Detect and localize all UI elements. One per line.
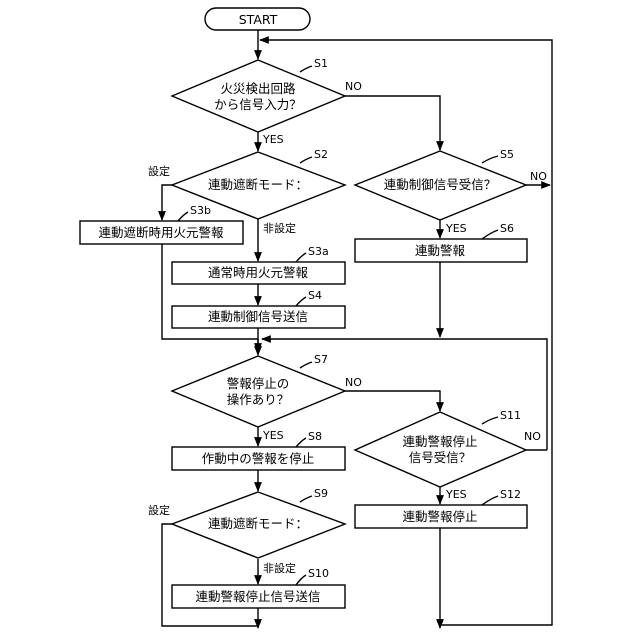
s3a-step-id: S3a: [308, 245, 329, 258]
s4-text: 連動制御信号送信: [208, 309, 308, 324]
s1-no-label: NO: [345, 80, 362, 93]
s3b-step-id: S3b: [190, 204, 211, 217]
s9-unset-label: 非設定: [263, 561, 296, 575]
s5-no-label: NO: [530, 170, 547, 183]
step-s11-decision: 連動警報停止 信号受信？ S11: [355, 409, 526, 487]
s9-step-id: S9: [314, 487, 328, 500]
s6-step-id: S6: [500, 222, 514, 235]
step-s7-decision: 警報停止の 操作あり？ S7: [172, 353, 345, 427]
s2-unset-label: 非設定: [263, 221, 296, 235]
s7-line-2: 操作あり？: [227, 392, 290, 407]
s1-step-id: S1: [314, 57, 328, 70]
s1-line-2: から信号入力？: [214, 97, 302, 112]
s12-text: 連動警報停止: [402, 509, 477, 524]
s2-set-label: 設定: [148, 164, 170, 178]
s5-text: 連動制御信号受信？: [384, 177, 497, 192]
step-s9-decision: 連動遮断モード： S9: [172, 487, 345, 558]
s1-line-1: 火災検出回路: [220, 81, 296, 96]
s8-step-id: S8: [308, 430, 322, 443]
s11-step-id: S11: [500, 409, 521, 422]
s8-text: 作動中の警報を停止: [202, 451, 315, 466]
step-s6-box: 連動警報 S6: [355, 222, 527, 262]
step-s1-decision: 火災検出回路 から信号入力？ S1: [172, 57, 345, 132]
s7-line-1: 警報停止の: [227, 376, 290, 391]
s9-set-label: 設定: [148, 503, 170, 517]
s1-yes-label: YES: [262, 133, 284, 146]
s10-step-id: S10: [308, 567, 329, 580]
step-s12-box: 連動警報停止 S12: [355, 488, 527, 528]
s10-text: 連動警報停止信号送信: [195, 589, 320, 604]
s3a-text: 通常時用火元警報: [208, 265, 309, 280]
s11-line-2: 信号受信？: [409, 450, 472, 465]
step-s5-decision: 連動制御信号受信？ S5: [355, 148, 526, 220]
s9-text: 連動遮断モード：: [208, 516, 308, 531]
s6-text: 連動警報: [415, 243, 466, 258]
s4-step-id: S4: [308, 289, 322, 302]
s11-yes-label: YES: [445, 488, 467, 501]
s12-step-id: S12: [500, 488, 521, 501]
start-label: START: [239, 12, 278, 27]
s2-step-id: S2: [314, 148, 328, 161]
s5-step-id: S5: [500, 148, 514, 161]
s7-no-label: NO: [345, 376, 362, 389]
s3b-text: 連動遮断時用火元警報: [98, 225, 224, 240]
s11-line-1: 連動警報停止: [402, 434, 477, 449]
s11-no-label: NO: [524, 430, 541, 443]
s7-yes-label: YES: [262, 429, 284, 442]
s2-text: 連動遮断モード：: [208, 177, 308, 192]
s7-step-id: S7: [314, 353, 328, 366]
start-terminal: START: [205, 8, 310, 30]
s5-yes-label: YES: [445, 222, 467, 235]
